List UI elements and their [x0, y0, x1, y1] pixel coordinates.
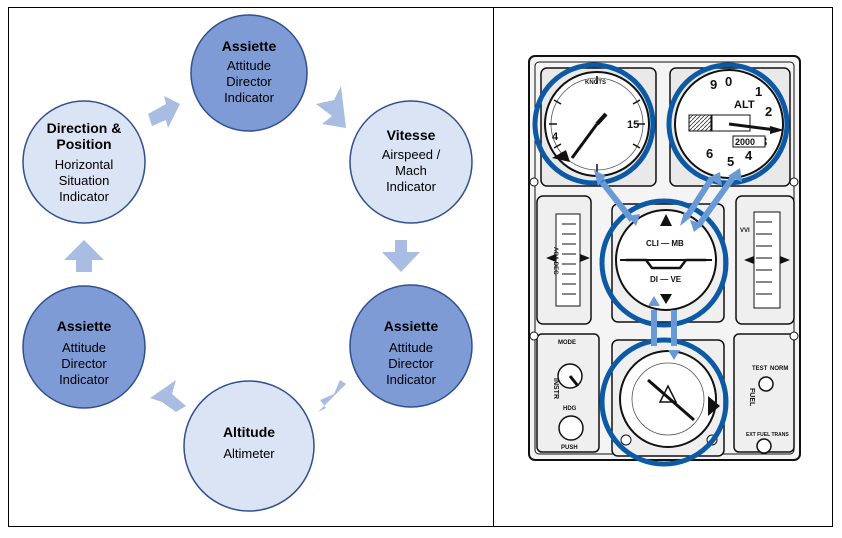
svg-text:1: 1 — [755, 84, 762, 99]
airspeed-label: KNOTS — [585, 80, 606, 86]
node-upper-right-line3: Indicator — [386, 179, 437, 194]
svg-text:6: 6 — [706, 146, 713, 161]
svg-text:4: 4 — [745, 148, 753, 163]
mode-panel: MODE INSTR HDG PUSH — [536, 333, 600, 453]
airspeed-gauge: 15 4 KNOTS — [540, 67, 657, 187]
node-upper-left-title-line2: Position — [56, 136, 111, 152]
node-upper-right-line1: Airspeed / — [382, 147, 441, 162]
adi-instrument: CLI — MB DI — VE — [611, 203, 725, 323]
figure-frame — [8, 7, 833, 527]
node-bottom-line1: Altimeter — [223, 446, 275, 461]
altimeter-gauge: 0 9 1 2 3 4 5 6 ALT 2000 — [669, 67, 791, 187]
node-top-line2: Director — [226, 74, 272, 89]
node-bottom: Altitude Altimeter — [183, 380, 315, 512]
node-top-title: Assiette — [222, 38, 277, 54]
vvi-tape-label: VVI — [740, 228, 750, 234]
node-upper-left-line3: Indicator — [59, 189, 110, 204]
highlight-ring-hsi — [599, 337, 729, 467]
node-lower-right: Assiette Attitude Director Indicator — [349, 284, 473, 408]
highlight-ring-adi — [599, 198, 729, 328]
hsi-instrument — [611, 339, 725, 457]
altimeter-digits: 2000 — [735, 137, 755, 147]
svg-text:15: 15 — [627, 119, 639, 131]
cycle-arrow-top-to-upper-right — [316, 86, 346, 128]
node-upper-left-line2: Situation — [59, 173, 110, 188]
highlight-rings — [532, 62, 790, 467]
push-label: PUSH — [561, 445, 578, 451]
ext-fuel-trans-label: EXT FUEL TRANS — [746, 432, 789, 438]
cycle-arrow-bottom-to-lower-left — [150, 380, 186, 412]
node-upper-right: Vitesse Airspeed / Mach Indicator — [349, 100, 473, 224]
svg-text:9: 9 — [710, 77, 717, 92]
node-lower-right-line1: Attitude — [389, 340, 433, 355]
test-label: TEST — [752, 366, 768, 372]
svg-text:5: 5 — [727, 154, 734, 169]
adi-label-climb: CLI — MB — [646, 239, 684, 248]
node-upper-right-line2: Mach — [395, 163, 427, 178]
node-lower-left-line3: Indicator — [59, 372, 110, 387]
aoa-tape-label: AOA DEG — [552, 247, 558, 275]
vvi-tape: VVI — [735, 195, 795, 325]
norm-label: NORM — [770, 366, 788, 372]
adi-label-dive: DI — VE — [650, 275, 682, 284]
node-lower-left-title: Assiette — [57, 318, 112, 334]
cycle-arrows — [64, 86, 420, 412]
node-upper-left-title-line1: Direction & — [47, 120, 122, 136]
mode-label: MODE — [558, 340, 576, 346]
hdg-label: HDG — [563, 406, 577, 412]
node-upper-left-line1: Horizontal — [55, 157, 114, 172]
node-lower-right-line2: Director — [388, 356, 434, 371]
node-top-line1: Attitude — [227, 58, 271, 73]
fuel-panel: TEST NORM FUEL EXT FUEL TRANS — [733, 333, 795, 454]
node-lower-left: Assiette Attitude Director Indicator — [22, 285, 146, 409]
node-lower-right-title: Assiette — [384, 318, 439, 334]
panel-divider — [493, 7, 494, 527]
scan-arrowheads — [594, 168, 742, 360]
svg-text:2: 2 — [765, 104, 772, 119]
node-lower-left-line1: Attitude — [62, 340, 106, 355]
cycle-arrow-upper-left-to-top — [148, 96, 180, 128]
aoa-tape: AOA DEG — [536, 195, 592, 325]
node-lower-left-line2: Director — [61, 356, 107, 371]
node-upper-left: Direction & Position Horizontal Situatio… — [22, 100, 146, 224]
svg-text:4: 4 — [552, 131, 559, 143]
node-upper-right-title: Vitesse — [387, 127, 436, 143]
altimeter-label: ALT — [734, 99, 755, 111]
node-bottom-title: Altitude — [223, 424, 275, 440]
cycle-arrow-upper-right-to-lower-right — [382, 240, 420, 272]
node-top: Assiette Attitude Director Indicator — [190, 14, 308, 132]
highlight-ring-airspeed — [532, 62, 656, 186]
node-top-line3: Indicator — [224, 90, 275, 105]
node-lower-right-line3: Indicator — [386, 372, 437, 387]
svg-text:0: 0 — [725, 74, 732, 89]
scan-arrows — [599, 174, 737, 346]
instr-label: INSTR — [552, 378, 559, 399]
fuel-label: FUEL — [748, 388, 755, 407]
cycle-arrow-lower-right-to-bottom — [318, 380, 346, 412]
cycle-arrow-lower-left-to-upper-left — [64, 240, 104, 272]
scan-arrow-adi-airspeed — [599, 180, 635, 222]
scan-arrow-adi-altimeter — [683, 176, 715, 220]
